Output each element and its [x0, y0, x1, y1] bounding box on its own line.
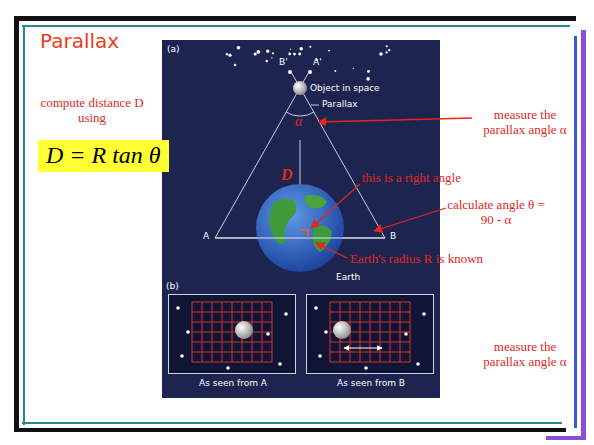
annotation: measure the parallax angle α [474, 340, 576, 370]
earth-label: Earth [336, 272, 360, 282]
slide-title: Parallax [40, 30, 119, 53]
angle-symbol: α [295, 114, 302, 130]
point-label: A [203, 231, 209, 241]
right-angle-mark [300, 230, 308, 238]
distance-symbol: D [281, 166, 293, 184]
view-caption: As seen from B [307, 378, 435, 388]
annotation: this is a right angle [362, 171, 461, 186]
point-label: B [390, 231, 396, 241]
formula-text: D = R tan θ [46, 142, 161, 170]
slide-frame [14, 16, 586, 440]
angle-label: Parallax [322, 99, 358, 109]
object-label: Object in space [310, 83, 380, 93]
panel-letter: (a) [167, 44, 180, 54]
image-panel [162, 40, 440, 398]
leader-arrows [311, 118, 472, 258]
inset-views [168, 294, 434, 374]
star-image-label: B' [279, 57, 288, 67]
view-caption: As seen from A [169, 378, 297, 388]
inset-view: As seen from A [168, 294, 296, 374]
instruction-text: compute distance D using [34, 96, 150, 126]
annotation: calculate angle θ = 90 - α [446, 198, 546, 228]
star-image-label: A' [313, 57, 322, 67]
panel-letter: (b) [166, 281, 179, 291]
inset-view: As seen from B [306, 294, 434, 374]
formula-box: D = R tan θ [38, 140, 169, 172]
annotation: measure the parallax angle α [474, 108, 576, 138]
annotation: Earth's radius R is known [350, 252, 483, 267]
star-field [226, 45, 391, 81]
object-sphere [293, 81, 307, 95]
